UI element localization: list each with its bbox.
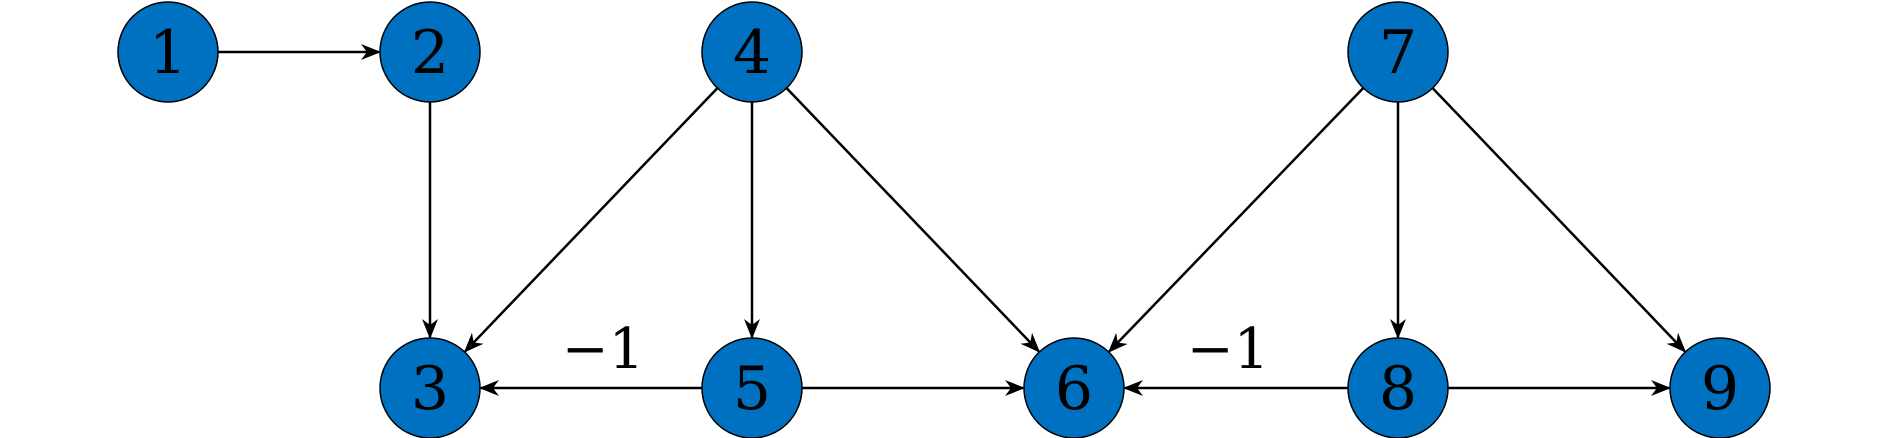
node-8: 8 <box>1347 337 1449 438</box>
node-circle-2 <box>379 1 481 103</box>
node-circle-4 <box>701 1 803 103</box>
edge-labels: −1 −1 <box>562 317 1270 382</box>
edge-7-to-6 <box>1108 87 1365 353</box>
node-4: 4 <box>701 1 803 103</box>
node-circle-3 <box>379 337 481 438</box>
node-label-7: 7 <box>1379 18 1417 88</box>
nodes: 1 2 3 4 5 6 7 8 9 <box>117 1 1771 438</box>
edge-4-to-6 <box>785 87 1041 353</box>
node-9: 9 <box>1669 337 1771 438</box>
node-5: 5 <box>701 337 803 438</box>
edge-7-to-9 <box>1431 87 1687 353</box>
node-label-6: 6 <box>1055 354 1093 424</box>
node-label-1: 1 <box>149 18 187 88</box>
node-6: 6 <box>1023 337 1125 438</box>
edge-label-8-to-6: −1 <box>1187 317 1270 382</box>
node-label-5: 5 <box>733 354 771 424</box>
edge-4-to-3 <box>463 87 719 353</box>
edge-label-5-to-3: −1 <box>562 317 645 382</box>
node-circle-9 <box>1669 337 1771 438</box>
node-circle-5 <box>701 337 803 438</box>
node-circle-8 <box>1347 337 1449 438</box>
node-1: 1 <box>117 1 219 103</box>
node-7: 7 <box>1347 1 1449 103</box>
node-circle-6 <box>1023 337 1125 438</box>
node-label-4: 4 <box>733 18 771 88</box>
node-2: 2 <box>379 1 481 103</box>
node-3: 3 <box>379 337 481 438</box>
node-circle-7 <box>1347 1 1449 103</box>
node-label-2: 2 <box>411 18 449 88</box>
node-circle-1 <box>117 1 219 103</box>
node-label-3: 3 <box>411 354 449 424</box>
node-label-9: 9 <box>1701 354 1739 424</box>
node-label-8: 8 <box>1379 354 1417 424</box>
edges <box>218 44 1687 396</box>
